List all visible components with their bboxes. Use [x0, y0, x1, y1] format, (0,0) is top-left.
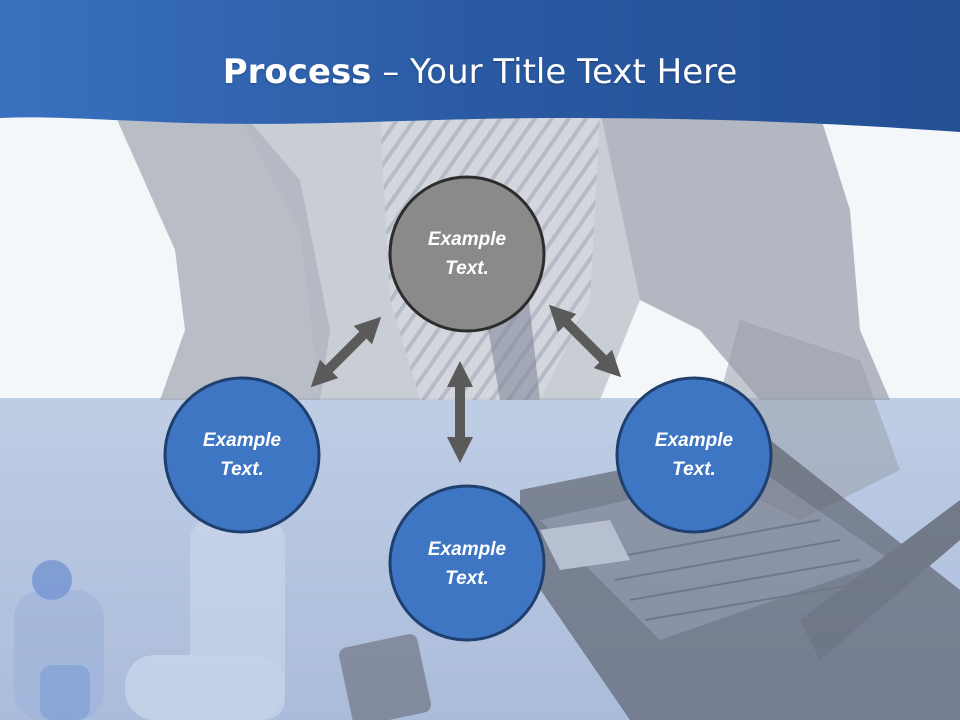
node-circle-bottom[interactable] [388, 484, 546, 642]
node-label-top-line1: Example [427, 229, 507, 250]
node-label-bottom: Example Text. [392, 535, 542, 593]
node-circle-right[interactable] [615, 376, 773, 534]
node-label-right: Example Text. [619, 426, 769, 484]
suit-right-shoulder [600, 110, 890, 400]
node-label-left: Example Text. [167, 426, 317, 484]
node-label-left-line2: Text. [220, 459, 264, 480]
node-circle-left[interactable] [163, 376, 321, 534]
phone [339, 634, 431, 720]
arrow-left-top [310, 316, 382, 388]
arrow-top-right [548, 304, 622, 378]
node-label-bottom-line1: Example [427, 539, 507, 560]
node-label-bottom-line2: Text. [445, 568, 489, 589]
water-bottles [14, 520, 285, 720]
node-label-top: Example Text. [392, 225, 542, 283]
title-bold-text: Process [222, 52, 372, 92]
laptop [520, 440, 960, 720]
node-label-left-line1: Example [202, 430, 282, 451]
node-label-right-line2: Text. [672, 459, 716, 480]
header-banner [0, 0, 960, 132]
node-label-right-line1: Example [654, 430, 734, 451]
node-label-top-line2: Text. [445, 258, 489, 279]
slide-title: Process – Your Title Text Here [0, 52, 960, 92]
title-rest-text: – Your Title Text Here [371, 52, 738, 92]
node-circle-top[interactable] [388, 175, 546, 333]
